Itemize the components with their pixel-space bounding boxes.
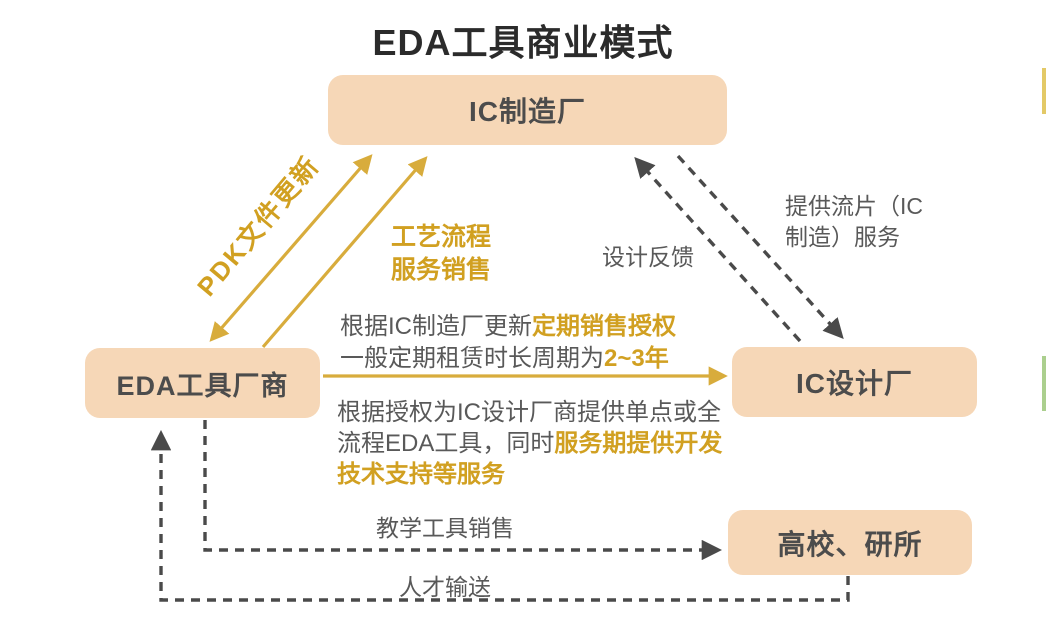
process-sales-line1: 工艺流程 bbox=[391, 223, 492, 251]
license-gray2: 一般定期租赁时长周期为 bbox=[340, 345, 604, 372]
tools-gray: 根据授权为IC设计厂商提供单点或全流程EDA工具，同时 bbox=[337, 399, 721, 457]
node-ic-design: IC设计厂 bbox=[732, 347, 977, 417]
diagram-title: EDA工具商业模式 bbox=[372, 22, 674, 63]
tapeout-line2: 制造）服务 bbox=[785, 224, 900, 250]
process-sales-arrow bbox=[261, 156, 428, 349]
tapeout-line1: 提供流片（IC bbox=[785, 193, 923, 219]
edge-label-process-sales: 工艺流程 服务销售 bbox=[391, 221, 491, 287]
design-feedback-dashed-arrow bbox=[634, 156, 802, 343]
node-academia: 高校、研所 bbox=[728, 510, 972, 575]
node-ic-fab: IC制造厂 bbox=[328, 75, 727, 145]
edge-label-tools-support: 根据授权为IC设计厂商提供单点或全流程EDA工具，同时服务期提供开发技术支持等服… bbox=[337, 397, 735, 490]
tapeout-service-dashed-arrow bbox=[676, 154, 844, 340]
license-gold1: 定期销售授权 bbox=[532, 313, 676, 340]
pdk-update-double-arrow bbox=[209, 154, 373, 342]
edge-label-teaching-sales: 教学工具销售 bbox=[376, 515, 514, 541]
edge-label-license-line1: 根据IC制造厂更新定期销售授权 bbox=[340, 306, 676, 341]
edge-label-license-line2: 一般定期租赁时长周期为2~3年 bbox=[340, 338, 669, 373]
process-sales-line2: 服务销售 bbox=[391, 256, 492, 284]
teaching-sales-dashed-arrow bbox=[203, 420, 723, 561]
edge-label-design-feedback: 设计反馈 bbox=[602, 244, 694, 270]
node-eda-vendor: EDA工具厂商 bbox=[85, 348, 320, 418]
right-edge-artifact-yellow bbox=[1042, 68, 1046, 114]
license-gold2: 2~3年 bbox=[604, 345, 669, 372]
license-gray1: 根据IC制造厂更新 bbox=[340, 313, 532, 340]
edge-label-talent-supply: 人才输送 bbox=[399, 574, 491, 600]
tools-gold: 服务期提供开发技术支持等服务 bbox=[337, 430, 723, 488]
edge-label-tapeout-service: 提供流片（IC 制造）服务 bbox=[785, 191, 923, 253]
right-edge-artifact-green bbox=[1042, 356, 1046, 411]
